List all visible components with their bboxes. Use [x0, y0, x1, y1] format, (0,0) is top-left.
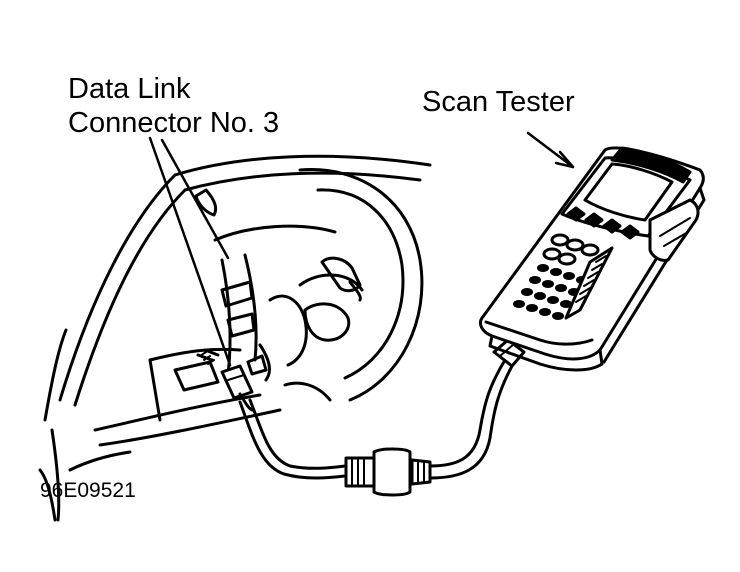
dlc-label-line2: Connector No. 3: [68, 107, 280, 139]
dlc-label-line1: Data Link: [68, 73, 191, 105]
dlc-label: Data Link Connector No. 3: [68, 72, 279, 140]
scan-tester-device: [478, 146, 706, 372]
cable: [220, 338, 526, 497]
scan-tester-label: Scan Tester: [422, 86, 575, 118]
dashboard-drawing: [38, 154, 432, 522]
leader-lines: [148, 131, 575, 367]
figure-code: 96E09521: [40, 479, 136, 502]
